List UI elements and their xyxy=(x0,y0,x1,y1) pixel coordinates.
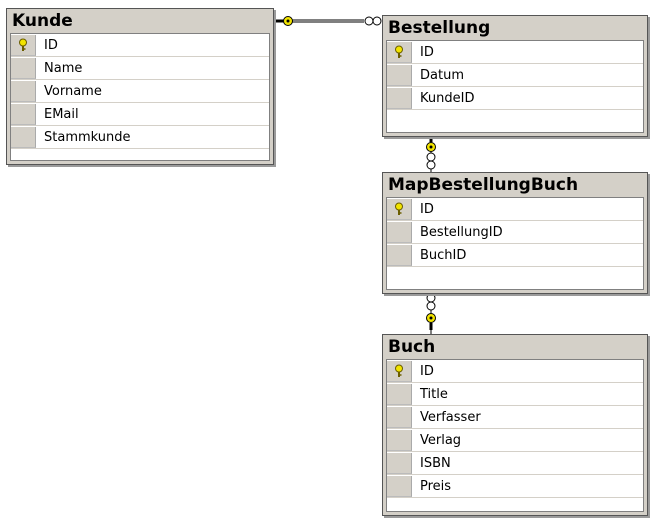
infinity-end-icon xyxy=(426,293,436,311)
field-row[interactable]: Name xyxy=(11,57,269,80)
field-name: Name xyxy=(44,60,83,76)
field-name: ID xyxy=(44,37,58,53)
field-list: ID Name Vorname EMail Stammkunde xyxy=(10,33,270,161)
field-name: Datum xyxy=(420,67,464,83)
field-name: EMail xyxy=(44,106,79,122)
field-list: ID Title Verfasser Verlag ISBN Preis xyxy=(386,359,644,512)
row-selector xyxy=(387,244,412,266)
table-bestellung[interactable]: Bestellung ID Datum KundeID xyxy=(382,15,648,137)
row-selector xyxy=(387,221,412,243)
infinity-end-icon xyxy=(426,152,436,170)
key-end-icon xyxy=(426,138,436,152)
table-title: Bestellung xyxy=(388,18,491,38)
field-list: ID Datum KundeID xyxy=(386,40,644,133)
field-name: Vorname xyxy=(44,83,102,99)
row-selector xyxy=(11,57,36,79)
field-row[interactable]: Title xyxy=(387,383,643,406)
row-selector xyxy=(387,452,412,474)
field-row[interactable]: Stammkunde xyxy=(11,126,269,149)
infinity-end-icon xyxy=(364,16,382,26)
table-title: Buch xyxy=(388,337,436,357)
row-selector xyxy=(387,64,412,86)
field-row[interactable]: ID xyxy=(387,41,643,64)
field-name: ISBN xyxy=(420,455,451,471)
field-row[interactable]: BuchID xyxy=(387,244,643,267)
field-name: Verfasser xyxy=(420,409,481,425)
primary-key-icon xyxy=(387,41,412,63)
field-name: BestellungID xyxy=(420,224,503,240)
row-selector xyxy=(11,80,36,102)
field-name: Title xyxy=(420,386,448,402)
key-end-icon xyxy=(276,16,293,26)
relationship-kunde-bestellung[interactable] xyxy=(272,16,382,26)
row-selector xyxy=(387,406,412,428)
field-list: ID BestellungID BuchID xyxy=(386,197,644,290)
field-row[interactable]: Verfasser xyxy=(387,406,643,429)
row-selector xyxy=(387,475,412,497)
field-name: ID xyxy=(420,363,434,379)
primary-key-icon xyxy=(11,34,36,56)
field-row[interactable]: KundeID xyxy=(387,87,643,110)
field-row[interactable]: Vorname xyxy=(11,80,269,103)
field-name: Verlag xyxy=(420,432,462,448)
field-row[interactable]: Verlag xyxy=(387,429,643,452)
table-mapbestellungbuch[interactable]: MapBestellungBuch ID BestellungID BuchID xyxy=(382,172,648,294)
field-row[interactable]: BestellungID xyxy=(387,221,643,244)
table-title: Kunde xyxy=(12,11,73,31)
row-selector xyxy=(11,126,36,148)
field-row[interactable]: Preis xyxy=(387,475,643,498)
primary-key-icon xyxy=(387,198,412,220)
relationship-bestellung-map[interactable] xyxy=(426,136,436,172)
field-row[interactable]: ID xyxy=(387,198,643,221)
field-row[interactable]: ID xyxy=(11,34,269,57)
field-row[interactable]: ISBN xyxy=(387,452,643,475)
relationship-buch-map[interactable] xyxy=(426,292,436,334)
table-title: MapBestellungBuch xyxy=(388,175,579,195)
field-name: BuchID xyxy=(420,247,467,263)
field-name: Preis xyxy=(420,478,452,494)
row-selector xyxy=(387,383,412,405)
field-name: KundeID xyxy=(420,90,475,106)
field-row[interactable]: EMail xyxy=(11,103,269,126)
key-end-icon xyxy=(426,313,436,330)
primary-key-icon xyxy=(387,360,412,382)
table-buch[interactable]: Buch ID Title Verfasser Verlag ISBN Prei… xyxy=(382,334,648,516)
row-selector xyxy=(387,87,412,109)
field-name: ID xyxy=(420,44,434,60)
field-name: ID xyxy=(420,201,434,217)
row-selector xyxy=(387,429,412,451)
row-selector xyxy=(11,103,36,125)
field-row[interactable]: Datum xyxy=(387,64,643,87)
table-kunde[interactable]: Kunde ID Name Vorname EMail Stammkunde xyxy=(6,8,274,165)
field-row[interactable]: ID xyxy=(387,360,643,383)
field-name: Stammkunde xyxy=(44,129,131,145)
